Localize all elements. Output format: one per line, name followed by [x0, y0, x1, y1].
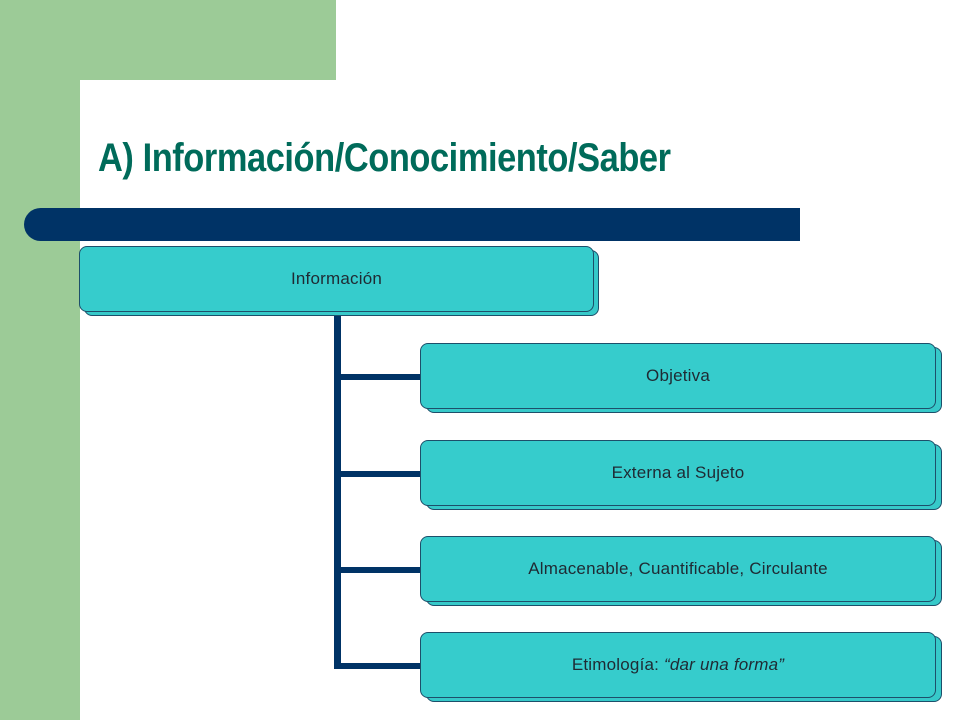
connector-vertical: [334, 312, 341, 669]
title-underline-bar: [24, 208, 800, 241]
connector-branch-3: [334, 567, 422, 573]
child-node-etimologia: Etimología: “dar una forma”: [420, 632, 936, 698]
connector-branch-4: [334, 663, 422, 669]
child-node-label: Objetiva: [646, 366, 710, 385]
child-node-label: Almacenable, Cuantificable, Circulante: [528, 559, 828, 578]
etymology-prefix: Etimología:: [571, 655, 664, 674]
background-green-left: [0, 0, 80, 720]
connector-branch-2: [334, 471, 422, 477]
root-node-label: Información: [290, 269, 383, 288]
child-node-almacenable: Almacenable, Cuantificable, Circulante: [420, 536, 936, 602]
slide-title: A) Información/Conocimiento/Saber: [98, 136, 671, 180]
child-node-externa: Externa al Sujeto: [420, 440, 936, 506]
etymology-quote: “dar una forma”: [664, 655, 785, 674]
child-node-label: Etimología: “dar una forma”: [572, 655, 784, 675]
root-node: Información: [79, 246, 594, 312]
child-node-label: Externa al Sujeto: [611, 463, 745, 482]
connector-branch-1: [334, 374, 422, 380]
child-node-objetiva: Objetiva: [420, 343, 936, 409]
